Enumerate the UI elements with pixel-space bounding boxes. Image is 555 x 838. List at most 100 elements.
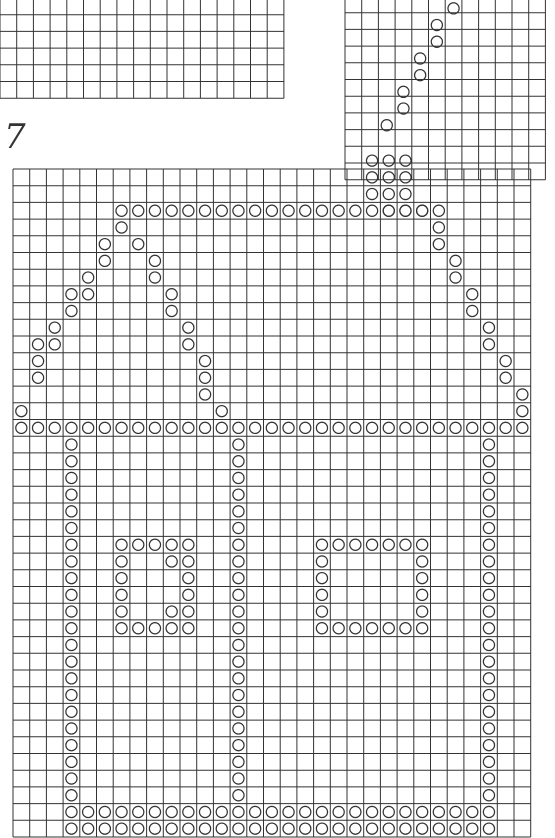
stitch-circle	[233, 422, 244, 433]
stitch-circle	[149, 205, 160, 216]
stitch-circle	[49, 422, 60, 433]
stitch-circle	[233, 606, 244, 617]
stitch-circle	[66, 740, 77, 751]
stitch-circle	[199, 422, 210, 433]
stitch-circle	[32, 355, 43, 366]
stitch-circle	[483, 489, 494, 500]
stitch-circle	[400, 539, 411, 550]
stitch-circle	[66, 823, 77, 834]
stitch-circle	[333, 539, 344, 550]
stitch-circle	[233, 639, 244, 650]
stitch-circle	[66, 673, 77, 684]
stitch-circle	[183, 322, 194, 333]
stitch-circle	[233, 539, 244, 550]
stitch-circle	[350, 806, 361, 817]
stitch-circle	[250, 205, 261, 216]
stitch-circle	[233, 522, 244, 533]
stitch-circle	[216, 422, 227, 433]
stitch-circle	[166, 205, 177, 216]
stitch-circle	[183, 573, 194, 584]
stitch-circle	[116, 623, 127, 634]
stitch-circle	[233, 489, 244, 500]
stitch-circle	[400, 422, 411, 433]
stitch-circle	[283, 205, 294, 216]
stitch-circle	[183, 606, 194, 617]
stitch-circle	[133, 422, 144, 433]
stitch-circle	[366, 539, 377, 550]
stitch-circle	[149, 823, 160, 834]
stitch-circle	[300, 823, 311, 834]
stitch-circle	[383, 539, 394, 550]
stitch-circle	[417, 539, 428, 550]
stitch-circle	[233, 673, 244, 684]
stitch-circle	[383, 155, 394, 166]
stitch-circle	[233, 589, 244, 600]
stitch-circle	[350, 422, 361, 433]
stitch-circle	[316, 205, 327, 216]
stitch-circle	[233, 689, 244, 700]
stitch-circle	[350, 823, 361, 834]
stitch-circle	[366, 188, 377, 199]
stitch-circle	[250, 422, 261, 433]
stitch-circle	[133, 539, 144, 550]
stitch-circle	[233, 573, 244, 584]
stitch-circle	[216, 823, 227, 834]
stitch-circle	[66, 706, 77, 717]
stitch-circle	[66, 723, 77, 734]
stitch-circle	[417, 806, 428, 817]
stitch-circle	[66, 522, 77, 533]
stitch-circle	[417, 606, 428, 617]
stitch-circle	[149, 539, 160, 550]
stitch-circle	[83, 806, 94, 817]
stitch-circle	[233, 740, 244, 751]
stitch-circle	[400, 806, 411, 817]
stitch-circle	[383, 205, 394, 216]
stitch-circle	[467, 823, 478, 834]
stitch-circle	[199, 372, 210, 383]
stitch-circle	[433, 806, 444, 817]
stitch-circle	[99, 823, 110, 834]
stitch-circle	[66, 773, 77, 784]
stitch-circle	[333, 823, 344, 834]
stitch-circle	[16, 422, 27, 433]
stitch-circle	[483, 623, 494, 634]
stitch-circle	[233, 706, 244, 717]
stitch-circle	[149, 272, 160, 283]
stitch-circle	[350, 539, 361, 550]
stitch-circle	[483, 706, 494, 717]
stitch-circle	[383, 806, 394, 817]
stitch-circle	[149, 422, 160, 433]
stitch-markers	[16, 3, 528, 835]
stitch-circle	[116, 539, 127, 550]
stitch-circle	[366, 823, 377, 834]
stitch-circle	[300, 806, 311, 817]
stitch-circle	[483, 656, 494, 667]
stitch-circle	[483, 522, 494, 533]
stitch-circle	[483, 673, 494, 684]
stitch-circle	[350, 205, 361, 216]
stitch-circle	[233, 456, 244, 467]
stitch-circle	[483, 723, 494, 734]
stitch-circle	[450, 422, 461, 433]
stitch-circle	[266, 823, 277, 834]
stitch-circle	[166, 305, 177, 316]
stitch-circle	[450, 823, 461, 834]
stitch-circle	[366, 623, 377, 634]
stitch-circle	[233, 773, 244, 784]
stitch-circle	[233, 806, 244, 817]
stitch-circle	[183, 422, 194, 433]
stitch-circle	[316, 606, 327, 617]
stitch-circle	[283, 422, 294, 433]
stitch-circle	[483, 773, 494, 784]
stitch-circle	[417, 205, 428, 216]
stitch-circle	[500, 355, 511, 366]
stitch-circle	[32, 372, 43, 383]
stitch-circle	[366, 172, 377, 183]
stitch-circle	[467, 289, 478, 300]
stitch-circle	[66, 556, 77, 567]
stitch-circle	[517, 406, 528, 417]
stitch-circle	[99, 239, 110, 250]
stitch-circle	[66, 689, 77, 700]
stitch-circle	[250, 806, 261, 817]
stitch-circle	[166, 623, 177, 634]
